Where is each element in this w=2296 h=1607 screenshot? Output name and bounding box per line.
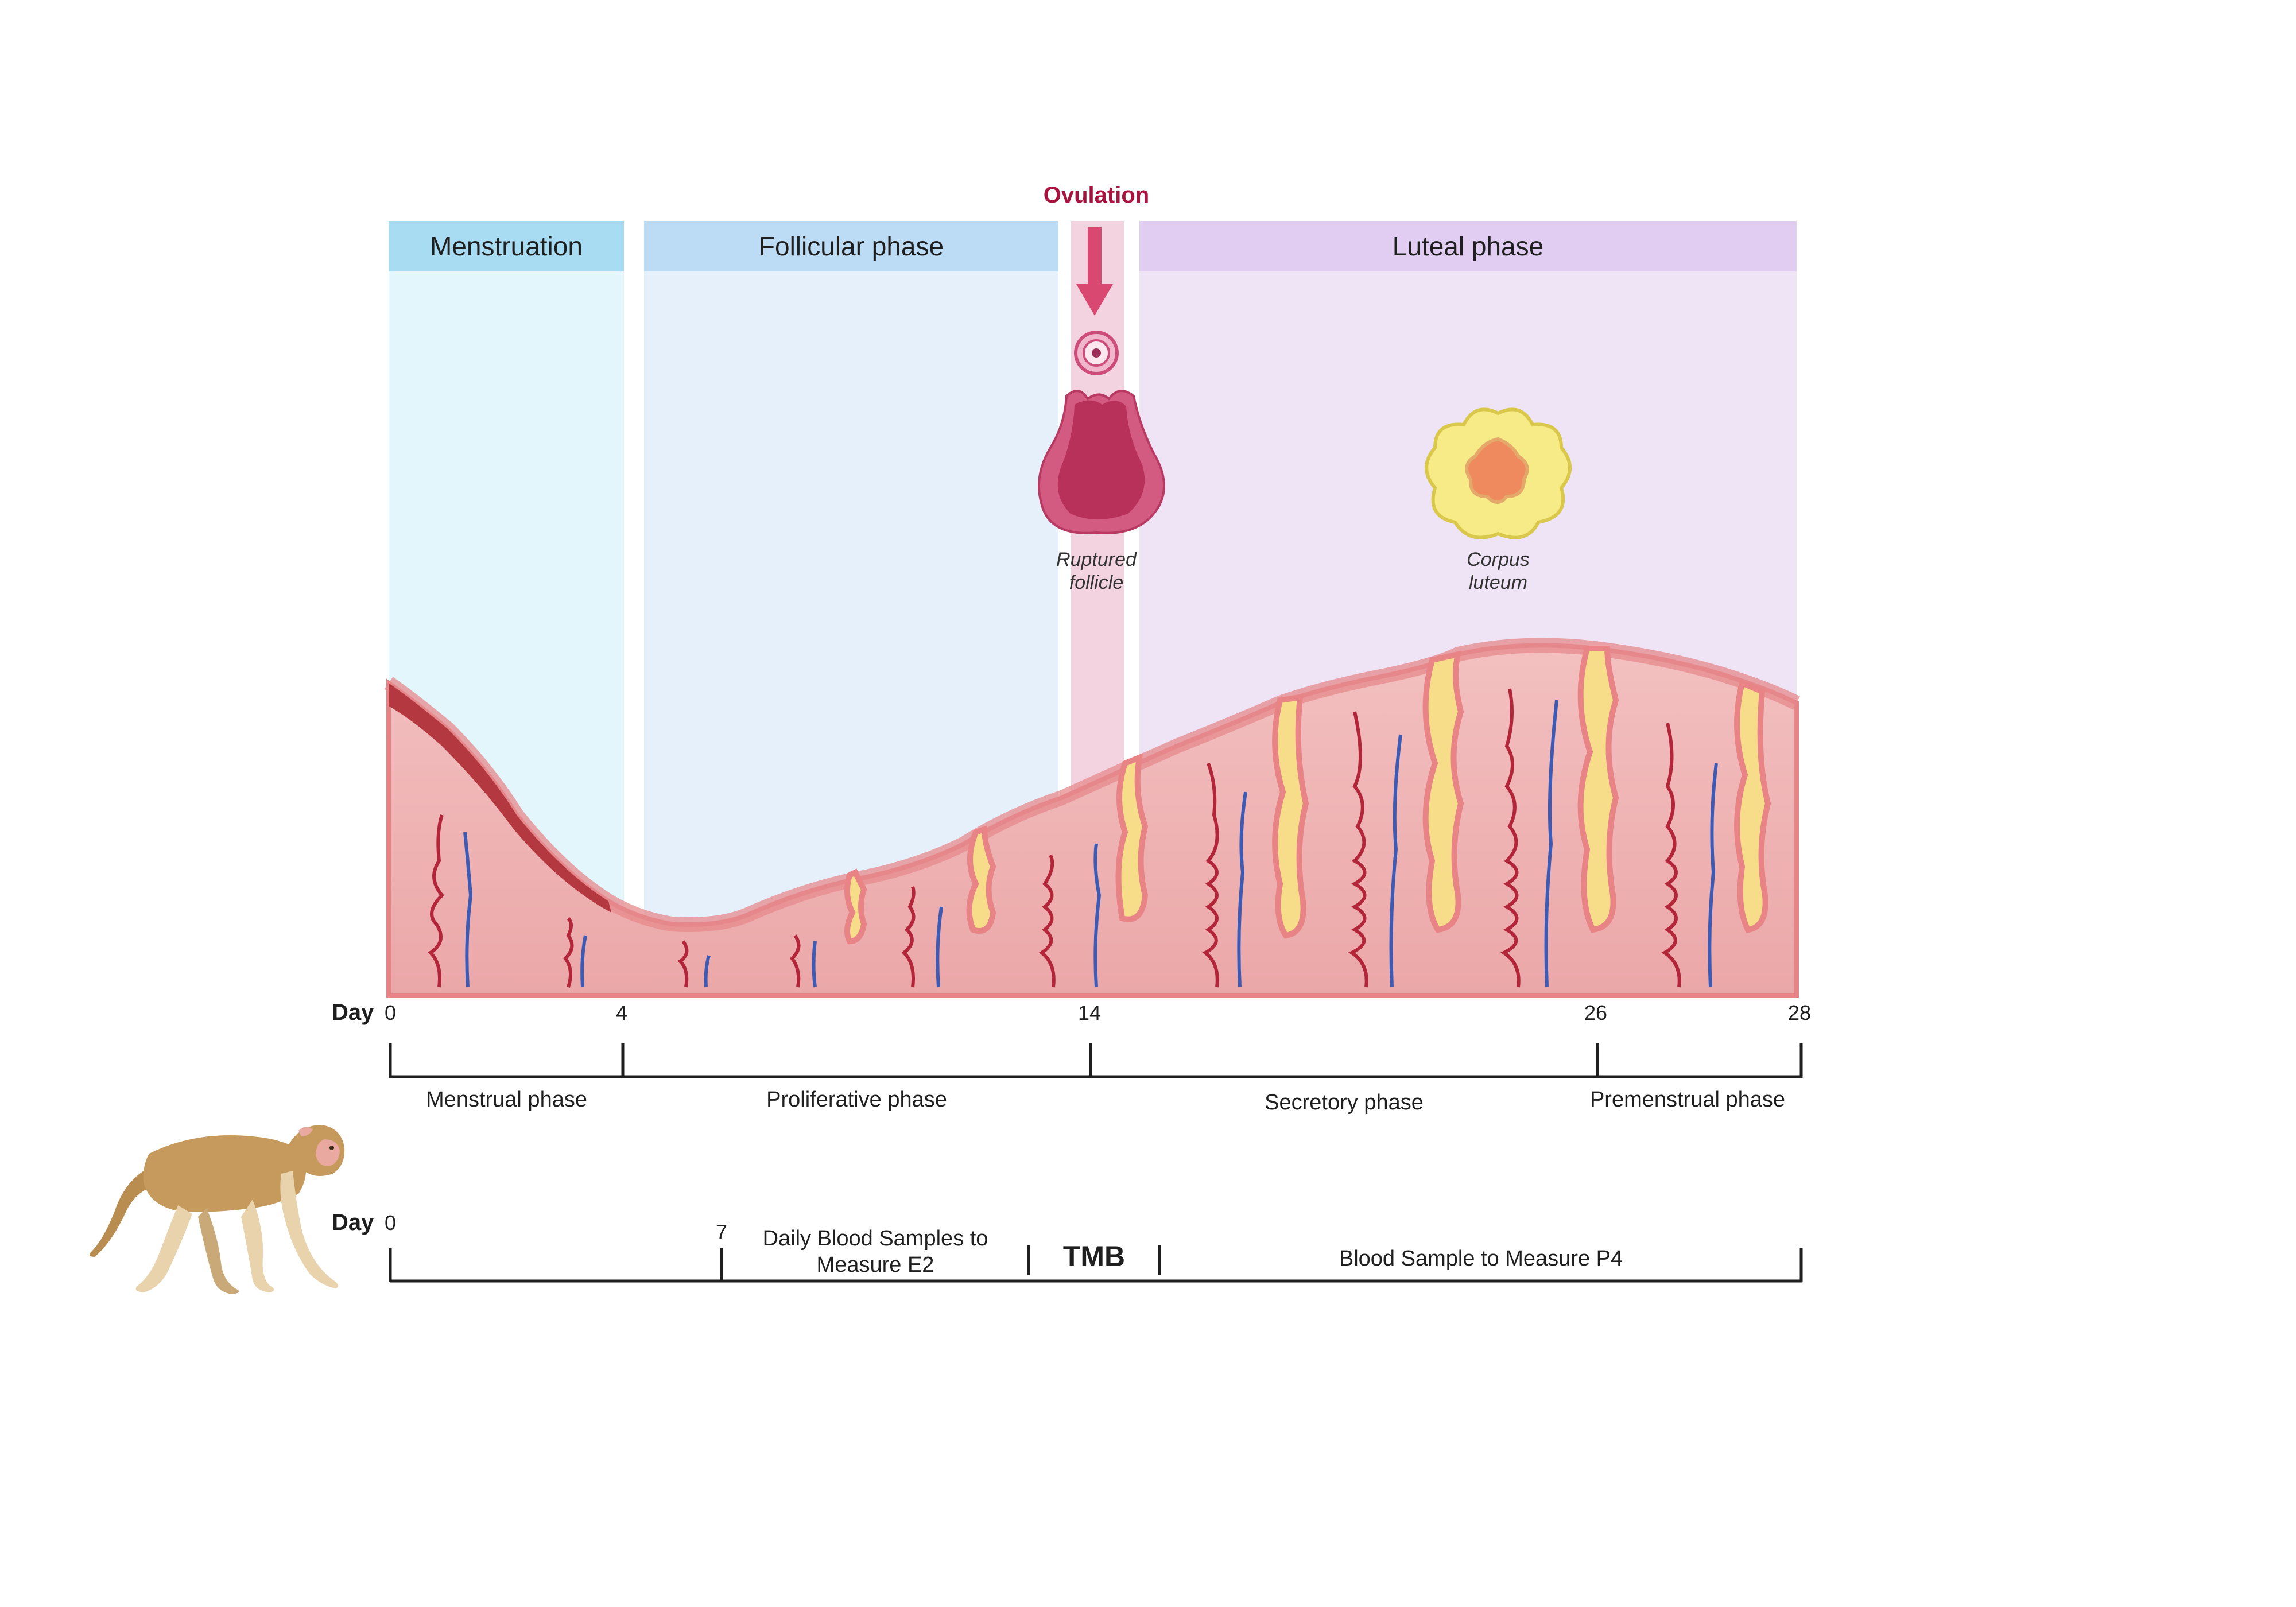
endometrium-surface-edge bbox=[384, 638, 1800, 932]
e2-sampling-label: Daily Blood Samples to Measure E2 bbox=[762, 1226, 988, 1277]
oocyte-icon bbox=[1074, 331, 1119, 375]
menstruation-header bbox=[389, 221, 624, 271]
follicular-phase-label: Follicular phase bbox=[758, 231, 944, 261]
ruptured-follicle-label-line2: follicle bbox=[1069, 572, 1124, 593]
corpus-luteum-icon bbox=[1425, 407, 1572, 539]
cycle-tick-14: 14 bbox=[1077, 1001, 1102, 1024]
corpus-luteum-label-line2: luteum bbox=[1468, 572, 1528, 593]
menstruation-label: Menstruation bbox=[430, 231, 583, 261]
premenstrual-phase-label: Premenstrual phase bbox=[1589, 1088, 1786, 1112]
uterine-glands bbox=[844, 646, 1771, 945]
luteal-phase-label: Luteal phase bbox=[1392, 231, 1544, 261]
sampling-tick-7: 7 bbox=[715, 1220, 728, 1244]
ovulation-label: Ovulation bbox=[1043, 183, 1150, 208]
cycle-tick-0: 0 bbox=[384, 1001, 397, 1024]
shedding-layer bbox=[389, 683, 611, 913]
ovulation-arrow-icon bbox=[1076, 227, 1113, 316]
macaque-icon bbox=[90, 1125, 345, 1294]
cycle-day-label: Day bbox=[332, 1000, 374, 1025]
spiral-arteries bbox=[428, 688, 1681, 988]
tmb-label: TMB bbox=[1062, 1240, 1126, 1272]
ruptured-follicle-label-line1: Ruptured bbox=[1056, 549, 1137, 570]
proliferative-phase-label: Proliferative phase bbox=[766, 1088, 947, 1112]
secretory-phase-label: Secretory phase bbox=[1265, 1090, 1424, 1115]
sampling-day-label: Day bbox=[332, 1210, 374, 1235]
ruptured-follicle-icon bbox=[1038, 390, 1165, 534]
sampling-tick-0: 0 bbox=[384, 1211, 397, 1235]
follicular-header bbox=[644, 221, 1058, 271]
corpus-luteum-label: Corpus luteum bbox=[1429, 548, 1567, 594]
veins bbox=[463, 700, 1718, 988]
cycle-tick-28: 28 bbox=[1787, 1001, 1812, 1024]
luteal-header bbox=[1139, 221, 1797, 271]
menstrual-phase-label: Menstrual phase bbox=[426, 1088, 587, 1112]
cycle-tick-26: 26 bbox=[1584, 1001, 1608, 1024]
ruptured-follicle-label: Ruptured follicle bbox=[1027, 548, 1165, 594]
p4-sampling-label: Blood Sample to Measure P4 bbox=[1339, 1247, 1623, 1271]
corpus-luteum-label-line1: Corpus bbox=[1467, 549, 1530, 570]
cycle-tick-4: 4 bbox=[615, 1001, 628, 1024]
